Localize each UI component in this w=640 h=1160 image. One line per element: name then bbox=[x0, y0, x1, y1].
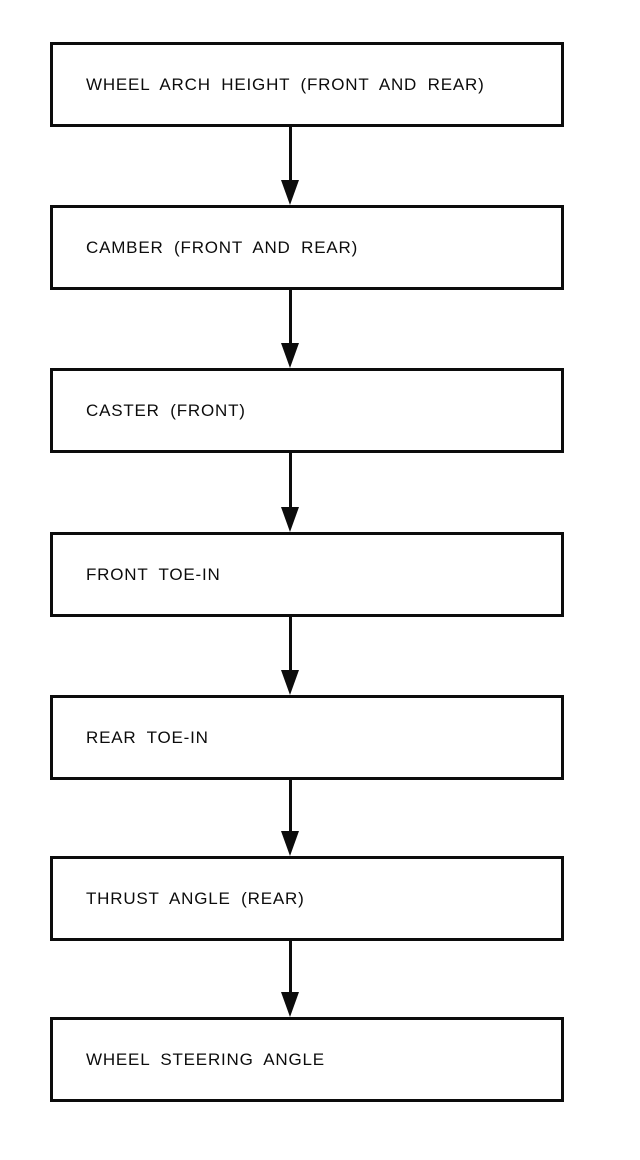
flow-step-label: CAMBER (FRONT AND REAR) bbox=[86, 238, 359, 257]
flow-connector-2 bbox=[281, 290, 299, 368]
flow-step-wheel-steering-angle: WHEEL STEERING ANGLE bbox=[50, 1017, 564, 1102]
flow-step-label: WHEEL STEERING ANGLE bbox=[86, 1050, 325, 1069]
flow-connector-3 bbox=[281, 453, 299, 532]
flow-step-wheel-arch-height: WHEEL ARCH HEIGHT (FRONT AND REAR) bbox=[50, 42, 564, 127]
arrow-down-icon bbox=[281, 670, 299, 695]
flow-step-label: CASTER (FRONT) bbox=[86, 401, 246, 420]
flow-connector-1 bbox=[281, 127, 299, 205]
flow-step-front-toe-in: FRONT TOE-IN bbox=[50, 532, 564, 617]
flow-step-label: REAR TOE-IN bbox=[86, 728, 209, 747]
flow-step-label: THRUST ANGLE (REAR) bbox=[86, 889, 305, 908]
arrow-stem bbox=[288, 941, 292, 992]
arrow-down-icon bbox=[281, 831, 299, 856]
flow-connector-4 bbox=[281, 617, 299, 695]
flow-step-camber: CAMBER (FRONT AND REAR) bbox=[50, 205, 564, 290]
arrow-stem bbox=[288, 127, 292, 180]
arrow-down-icon bbox=[281, 507, 299, 532]
arrow-down-icon bbox=[281, 180, 299, 205]
flow-step-caster: CASTER (FRONT) bbox=[50, 368, 564, 453]
arrow-down-icon bbox=[281, 992, 299, 1017]
flow-connector-5 bbox=[281, 780, 299, 856]
arrow-down-icon bbox=[281, 343, 299, 368]
flow-connector-6 bbox=[281, 941, 299, 1017]
arrow-stem bbox=[288, 290, 292, 343]
arrow-stem bbox=[288, 617, 292, 670]
flow-step-rear-toe-in: REAR TOE-IN bbox=[50, 695, 564, 780]
flow-step-thrust-angle: THRUST ANGLE (REAR) bbox=[50, 856, 564, 941]
arrow-stem bbox=[288, 453, 292, 507]
arrow-stem bbox=[288, 780, 292, 831]
flow-step-label: WHEEL ARCH HEIGHT (FRONT AND REAR) bbox=[86, 75, 485, 94]
flow-step-label: FRONT TOE-IN bbox=[86, 565, 221, 584]
